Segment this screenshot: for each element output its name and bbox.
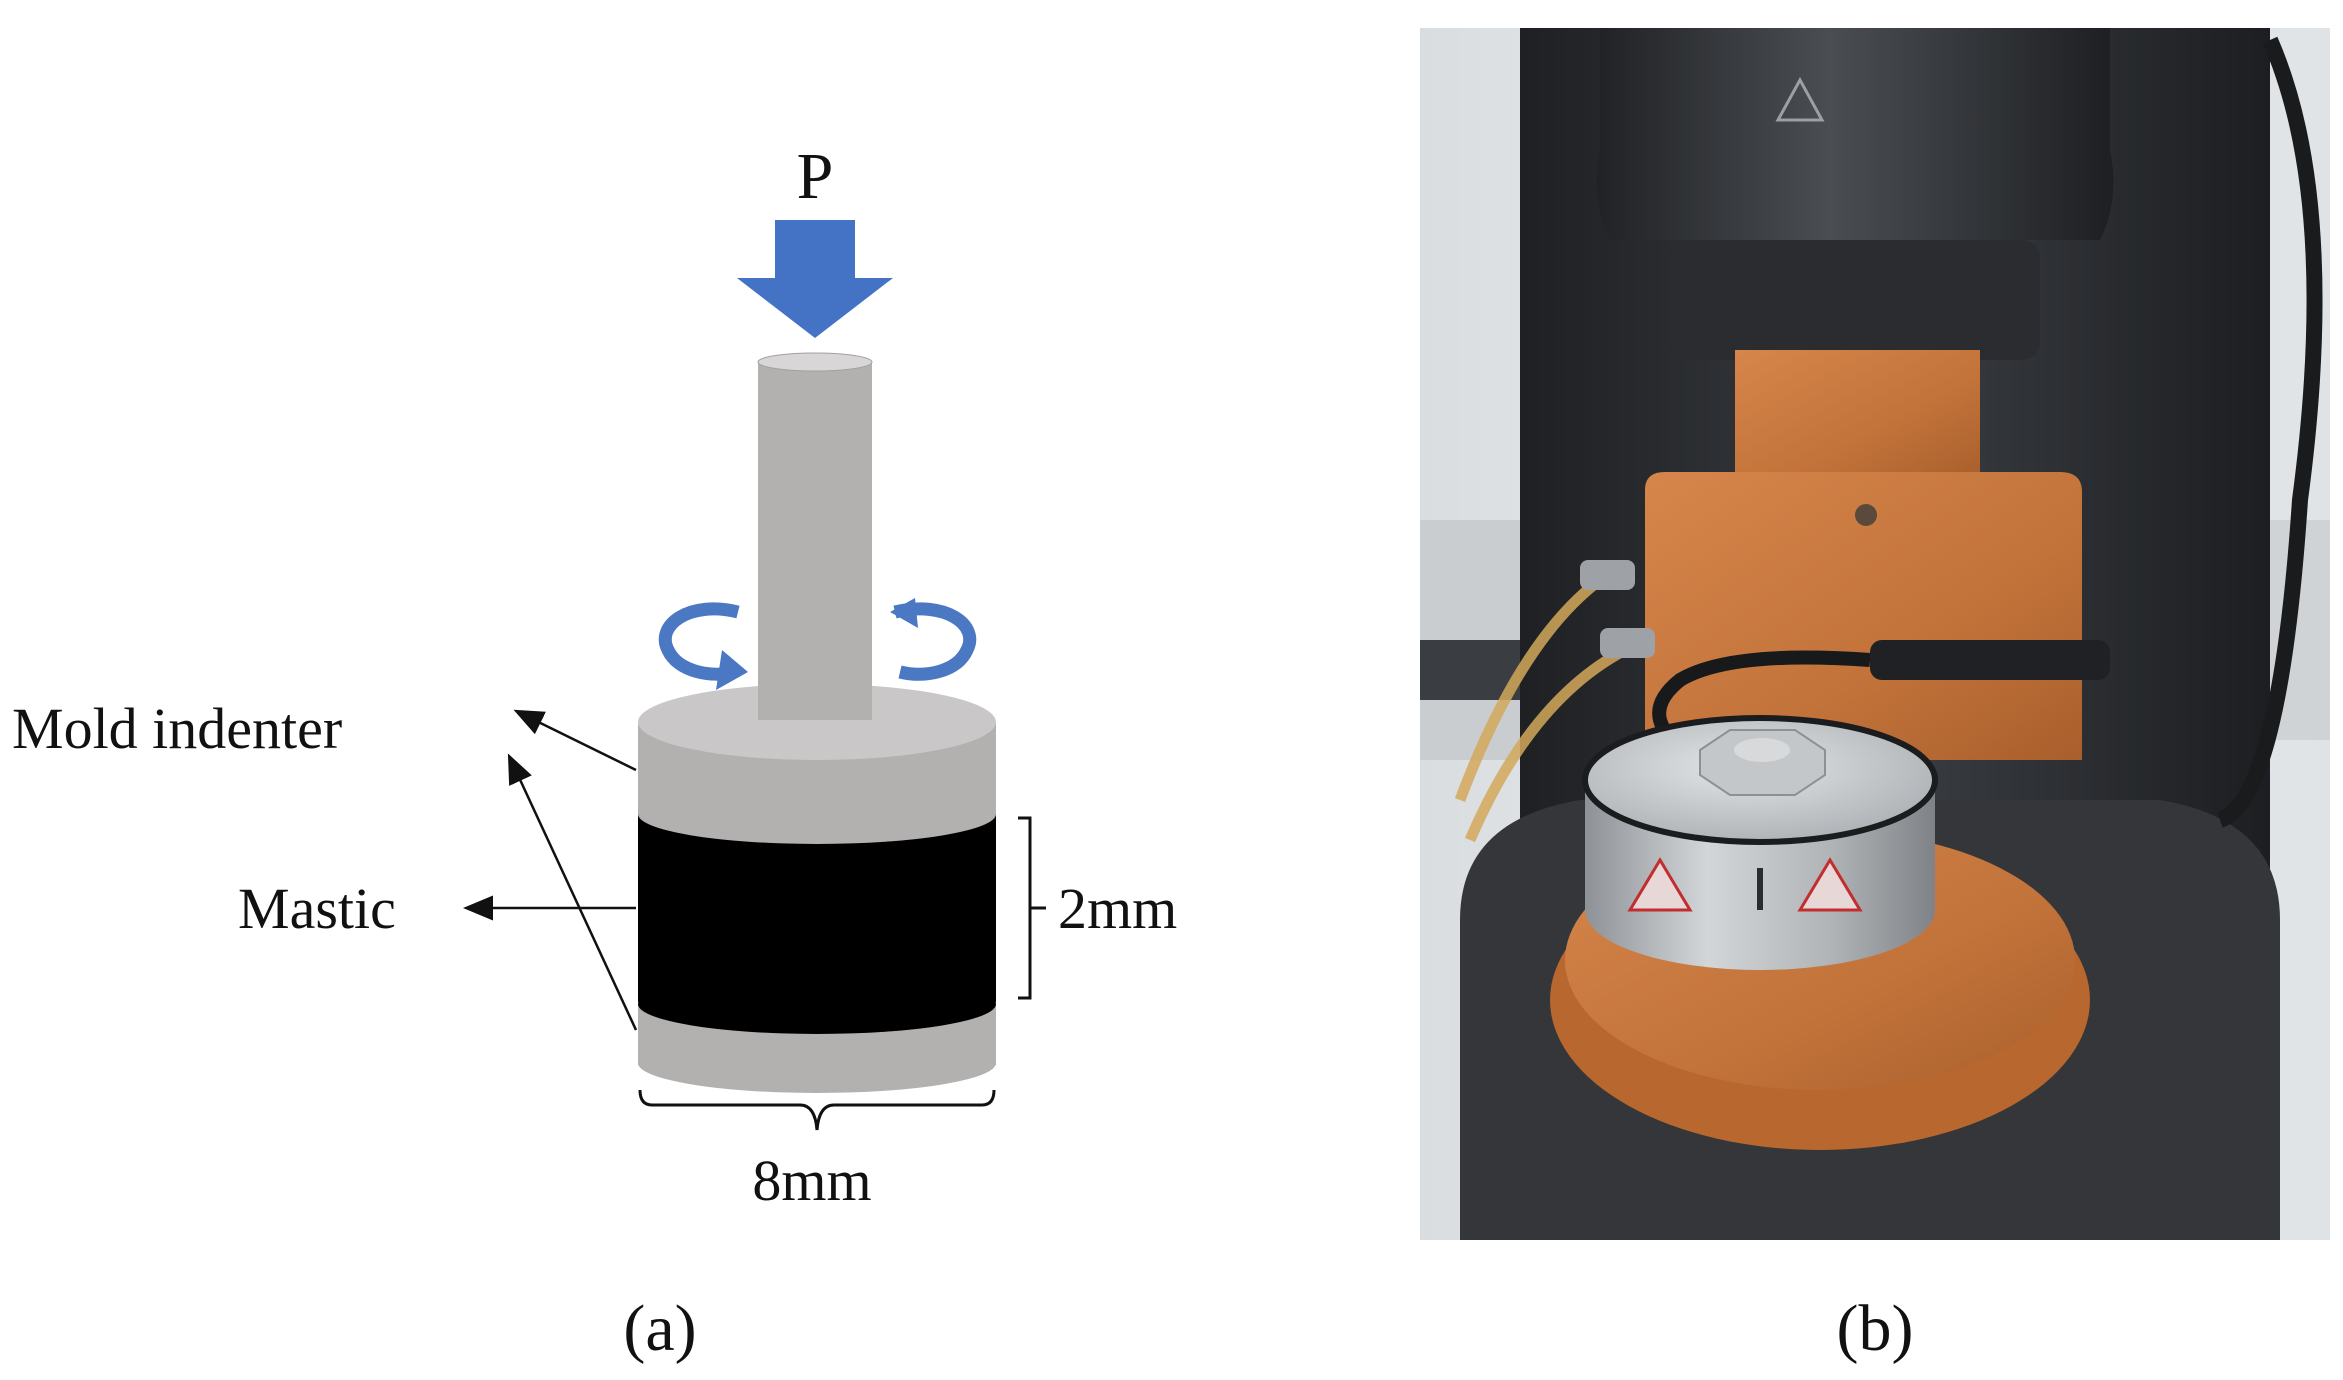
power-cable <box>2216 36 2323 828</box>
schematic-svg: P Mold indenter Mastic <box>12 140 1177 1365</box>
rotation-arrow-right-icon <box>890 598 977 681</box>
diameter-brace <box>638 1089 996 1131</box>
fluid-tube-1 <box>1454 575 1604 802</box>
orange-backplate <box>1645 472 2082 760</box>
cable-connector <box>1870 640 2110 680</box>
shaft-base <box>758 660 872 720</box>
heat-warning-label-right-icon <box>1797 857 1863 912</box>
shaft-top-face <box>757 352 873 372</box>
thickness-bracket <box>1018 816 1032 1000</box>
tube-fitting-1 <box>1580 560 1635 590</box>
lower-plate-bottom <box>638 1033 996 1093</box>
caption-b: (b) <box>1837 1292 1914 1365</box>
motor-collar <box>1670 240 2040 360</box>
panel-a-schematic: P Mold indenter Mastic <box>12 140 1177 1365</box>
indenter-shaft <box>758 362 872 692</box>
spindle-tip <box>1734 738 1790 762</box>
mold-indenter-label: Mold indenter <box>12 696 342 761</box>
heat-warning-label-left-icon <box>1627 857 1693 912</box>
orange-column <box>1735 350 1980 480</box>
tube-fitting-2 <box>1600 628 1655 658</box>
mastic-label: Mastic <box>238 876 396 941</box>
motor-head <box>1596 28 2114 240</box>
hot-surface-warning-icon <box>1775 76 1825 122</box>
rheometer-photo-svg: (b) <box>1420 28 2330 1365</box>
mold-indenter-leader-bottom <box>507 753 638 1031</box>
panel-b-photo: (b) <box>1400 0 2343 1380</box>
mold-indenter-leader-top <box>513 709 637 772</box>
diameter-label: 8mm <box>752 1148 871 1213</box>
backplate-screw <box>1855 504 1877 526</box>
upper-plate-top-face <box>638 684 996 760</box>
load-label: P <box>797 140 834 213</box>
thickness-label: 2mm <box>1058 876 1177 941</box>
fluid-tube-2 <box>1464 645 1628 843</box>
rotation-arrow-left-icon <box>658 602 748 690</box>
load-arrow-icon <box>737 220 893 338</box>
caption-a: (a) <box>623 1292 696 1365</box>
alignment-mark <box>1757 868 1763 910</box>
upper-plate-bottom <box>638 784 996 844</box>
mastic-bottom <box>638 974 996 1034</box>
upper-plate-fixture <box>1699 729 1826 796</box>
